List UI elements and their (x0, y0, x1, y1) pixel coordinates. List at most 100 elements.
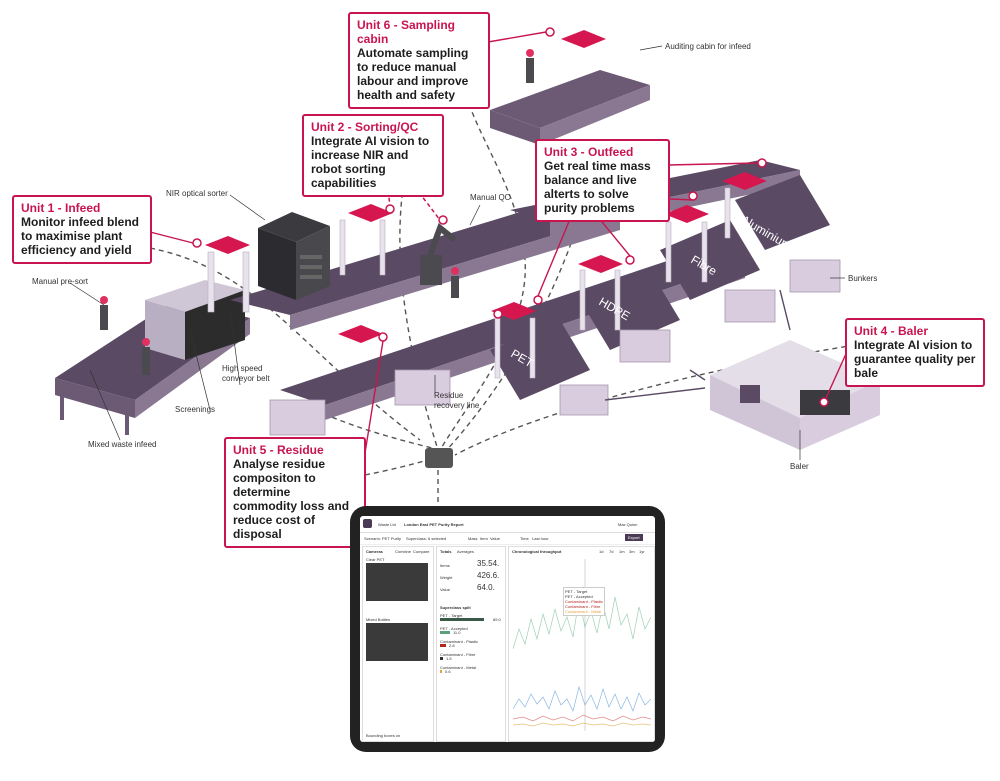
range-7d[interactable]: 7d (609, 549, 614, 554)
cam2-label: Mixed Bottles (366, 617, 391, 622)
callout-title: Unit 4 - Baler (854, 324, 929, 338)
totals-tab[interactable]: Totals (440, 549, 452, 554)
metric-value: 426.6. (477, 571, 500, 580)
time-select[interactable]: Last hour (532, 536, 549, 541)
tab-mass[interactable]: Mass (468, 536, 478, 541)
callout-title: Unit 2 - Sorting/QC (311, 120, 419, 134)
label-baler: Baler (790, 462, 809, 471)
split-value: 2.8 (449, 643, 455, 648)
label-bunkers: Bunkers (848, 274, 878, 283)
callout-markers (192, 27, 829, 407)
split-title: Superclass split (440, 605, 471, 610)
throughput-chart (513, 559, 651, 731)
label-mixed: Mixed waste infeed (88, 440, 157, 449)
throughput-panel: Chronological throughput 1d 7d 1m 3m 1yr… (508, 546, 655, 742)
brand-name: Waste Ltd (378, 522, 396, 527)
legend-item: Contaminant - Fibre (565, 604, 601, 609)
label-auditing: Auditing cabin for infeed (665, 42, 751, 51)
callout-desc: Integrate AI vision to increase NIR and … (311, 134, 430, 190)
dashboard-screen: Waste Ltd London East PET Purity Report … (360, 516, 655, 742)
split-value: 89.0 (493, 617, 501, 622)
callout-title: Unit 1 - Infeed (21, 201, 101, 215)
user-name[interactable]: Max Quinn (618, 522, 638, 527)
legend-item: PET - Accepted (565, 594, 593, 599)
callout-unit6: Unit 6 - Sampling cabin Automate samplin… (348, 12, 490, 109)
legend-item: PET - Target (565, 589, 588, 594)
callout-desc: Integrate AI vision to guarantee quality… (854, 338, 976, 380)
range-1m[interactable]: 1m (619, 549, 625, 554)
split-label: Contaminant - Plastic (440, 639, 479, 644)
legend-item: Contaminant - Plastic (565, 599, 604, 604)
output-crates (269, 259, 841, 436)
callout-desc: Analyse residue compositon to determine … (233, 457, 350, 541)
cameras-panel: Cameras Combine Compare Clear PET Mixed … (362, 546, 434, 742)
callout-title: Unit 6 - Sampling cabin (357, 18, 456, 46)
split-label: Contaminant - Metal (440, 665, 477, 670)
cam1-label: Clear PET (366, 557, 385, 562)
baler-machine (710, 340, 880, 450)
label-residue-line: Residue recovery line (434, 391, 480, 410)
callout-unit1: Unit 1 - Infeed Monitor infeed blend to … (12, 195, 152, 264)
metric-label: Value (440, 587, 450, 592)
camera-feed-2[interactable] (366, 623, 428, 661)
split-bar-pet-accepted (440, 631, 450, 634)
bbox-toggle[interactable]: Bounding boxes on (366, 733, 401, 738)
camera-feed-1[interactable] (366, 563, 428, 601)
tablet-device: Waste Ltd London East PET Purity Report … (350, 506, 665, 752)
report-title[interactable]: London East PET Purity Report (404, 522, 464, 527)
callout-unit5: Unit 5 - Residue Analyse residue composi… (224, 437, 366, 548)
label-nir: NIR optical sorter (166, 189, 228, 198)
filter-scenario[interactable]: Scenario: PET Purity (364, 536, 402, 541)
export-button[interactable]: Export (625, 534, 643, 541)
bunkers (490, 175, 830, 400)
chart-tooltip: PET - Target PET - Accepted Contaminant … (563, 587, 606, 616)
label-screenings: Screenings (175, 405, 216, 414)
callout-desc: Monitor infeed blend to maximise plant e… (21, 215, 139, 257)
cam-tab-combine[interactable]: Combine (395, 549, 412, 554)
app-logo (363, 519, 372, 528)
split-bar-pet-target (440, 618, 484, 621)
workers (100, 49, 534, 375)
metric-value: 64.0. (477, 583, 495, 592)
nir-sorter (258, 212, 330, 300)
split-bar-plastic (440, 644, 446, 647)
metric-value: 35.54. (477, 559, 500, 568)
ai-vision-units (205, 30, 767, 343)
split-value: 11.0 (453, 630, 461, 635)
callout-unit4: Unit 4 - Baler Integrate AI vision to gu… (845, 318, 985, 387)
label-manual-qc: Manual QC (470, 193, 511, 202)
cameras-title: Cameras (366, 549, 383, 554)
label-manual-presort: Manual pre-sort (32, 277, 89, 286)
callout-title: Unit 5 - Residue (233, 443, 324, 457)
split-bar-fibre (440, 657, 443, 660)
range-3m[interactable]: 3m (629, 549, 635, 554)
legend-item: Contaminant - Metal (565, 609, 602, 614)
split-bar-metal (440, 670, 442, 673)
split-label: PET - Accepted (440, 626, 468, 631)
time-label: Time (520, 536, 529, 541)
filter-superclass[interactable]: Superclass: 6 selected (406, 536, 447, 541)
range-1yr[interactable]: 1yr (639, 549, 645, 554)
split-value: 1.5 (446, 656, 452, 661)
callout-unit3: Unit 3 - Outfeed Get real time mass bala… (535, 139, 670, 222)
metric-label: Weight (440, 575, 453, 580)
callout-unit2: Unit 2 - Sorting/QC Integrate AI vision … (302, 114, 444, 197)
range-1d[interactable]: 1d (599, 549, 604, 554)
chart-title: Chronological throughput (512, 549, 562, 554)
sampling-cabin (490, 70, 650, 145)
callout-title: Unit 3 - Outfeed (544, 145, 634, 159)
totals-panel: Totals Averages Items 35.54. Weight 426.… (436, 546, 506, 742)
metric-label: Items (440, 563, 450, 568)
split-value: 0.6 (445, 669, 451, 674)
cam-tab-compare[interactable]: Compare (413, 549, 430, 554)
callout-desc: Automate sampling to reduce manual labou… (357, 46, 469, 102)
split-label: PET - Target (440, 613, 463, 618)
screening-unit (145, 280, 245, 360)
edge-device (425, 448, 453, 468)
averages-tab[interactable]: Averages (457, 549, 474, 554)
callout-desc: Get real time mass balance and live alte… (544, 159, 651, 215)
tab-value[interactable]: Value (490, 536, 500, 541)
tab-item[interactable]: Item (480, 536, 488, 541)
label-high-speed: High speed conveyor belt (222, 364, 270, 383)
